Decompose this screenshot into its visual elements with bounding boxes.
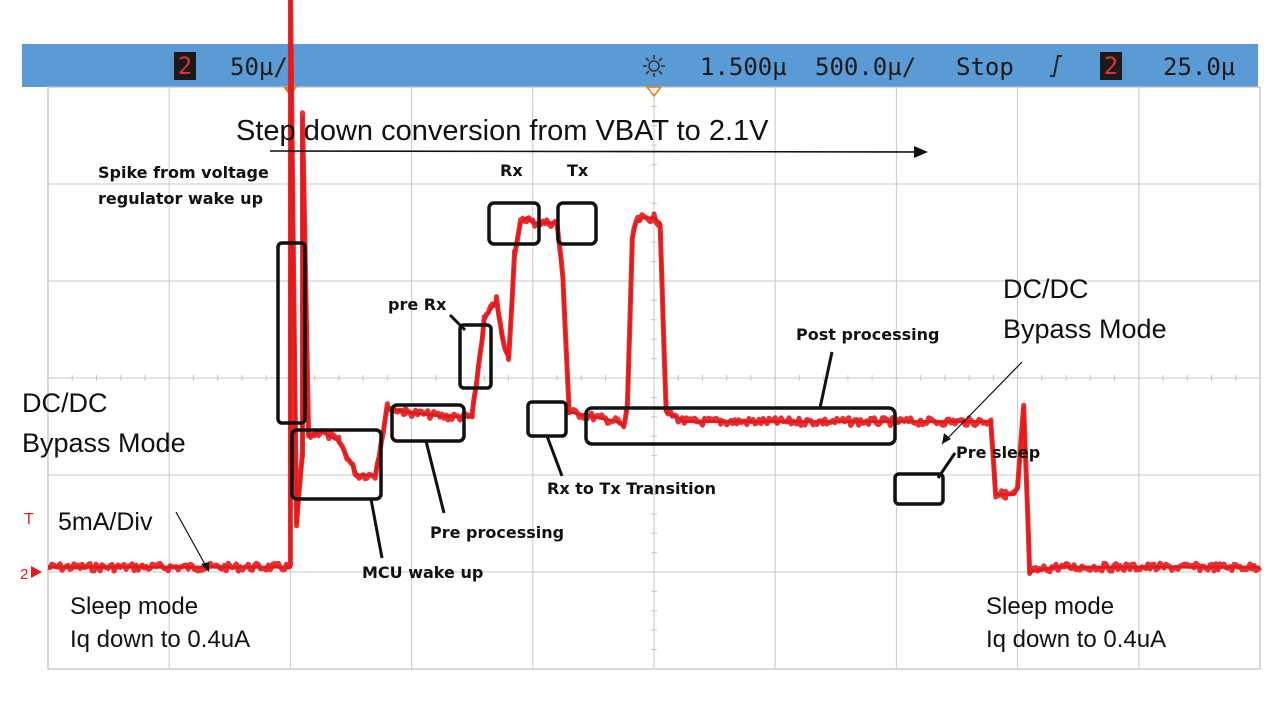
leader-preproc	[424, 440, 446, 514]
label-postprocessing: Post processing	[796, 325, 940, 344]
leader-presleep	[936, 452, 957, 479]
offset-value: 1.500µ	[700, 53, 787, 81]
rising-edge-icon	[1050, 55, 1062, 77]
channel-number: 2	[178, 52, 192, 80]
trigger-channel-badge	[1100, 52, 1122, 80]
trigger-channel-number: 2	[1104, 52, 1118, 80]
box-postprocessing	[584, 406, 897, 446]
trigger-sun-icon	[643, 55, 665, 77]
scale-label: 5mA/Div	[58, 508, 153, 536]
channel-ground-marker: 2	[20, 566, 28, 583]
trace-line	[48, 0, 1260, 574]
label-rx-to-tx: Rx to Tx Transition	[547, 479, 716, 498]
title-arrowhead	[914, 146, 928, 158]
box-prerx	[458, 323, 493, 390]
label-tx: Tx	[567, 161, 589, 180]
leader-rxtx	[545, 435, 564, 477]
label-preprocessing: Pre processing	[430, 523, 564, 542]
box-spike	[276, 241, 307, 425]
box-preprocessing	[390, 403, 466, 443]
current-trace	[47, 0, 1263, 576]
timebase-value: 500.0µ/	[815, 53, 916, 81]
vertical-scale: 50µ/	[230, 53, 288, 81]
channel-ground-arrow	[31, 566, 42, 578]
box-rxtx	[526, 400, 568, 438]
label-mcu-wakeup: MCU wake up	[362, 563, 483, 582]
annotation-boxes	[276, 201, 945, 506]
leader-prerx	[448, 313, 467, 332]
label-presleep: Pre sleep	[956, 443, 1040, 462]
label-prerx: pre Rx	[388, 295, 447, 314]
status-bar-background	[22, 44, 1258, 87]
box-tx	[556, 201, 598, 246]
box-presleep	[893, 472, 945, 506]
leader-sleep-left-arrowhead	[201, 562, 209, 572]
box-rx	[487, 201, 541, 246]
leader-bypass-right	[941, 361, 1023, 445]
leader-postproc	[818, 351, 834, 409]
box-mcu-wakeup	[290, 428, 383, 501]
trigger-level: 25.0µ	[1163, 53, 1235, 81]
leader-mcu	[369, 498, 384, 559]
trigger-level-marker: T	[24, 511, 34, 528]
annotation-leaders	[369, 313, 957, 559]
leader-bypass-right-arrowhead	[942, 433, 951, 444]
run-state: Stop	[956, 53, 1014, 81]
label-rx: Rx	[500, 161, 523, 180]
status-bar: 2 50µ/ 1.500µ 500.0µ/ Stop 2 25.0µ	[22, 44, 1258, 87]
time-reference-marker	[645, 86, 663, 98]
channel-badge	[174, 52, 196, 80]
leader-sleep-left	[175, 511, 208, 569]
title-arrow-line	[269, 150, 919, 153]
chart-title: Step down conversion from VBAT to 2.1V	[236, 115, 769, 147]
